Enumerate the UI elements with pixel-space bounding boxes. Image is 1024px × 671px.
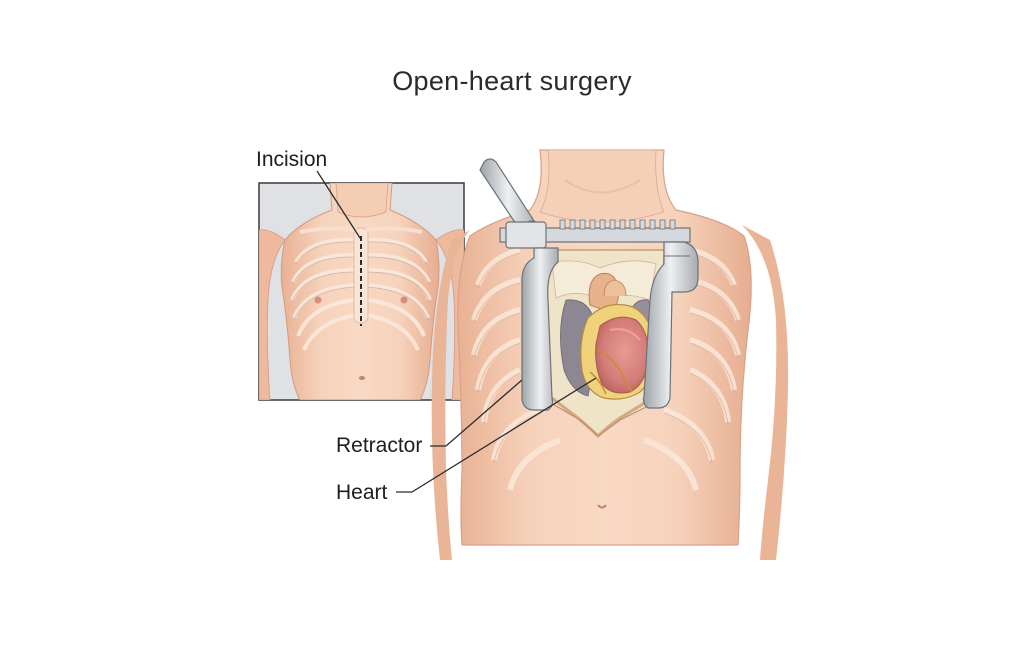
- heart-leader: [396, 377, 597, 493]
- incision-leader: [316, 170, 361, 239]
- heart: [580, 303, 655, 400]
- label-heart: Heart: [336, 481, 388, 504]
- inset-ribs: [290, 237, 432, 351]
- inset-panel: [258, 182, 465, 401]
- inset-torso: [259, 183, 464, 400]
- retractor-instrument: [479, 158, 699, 411]
- label-incision: Incision: [256, 148, 328, 171]
- main-ribs-left: [471, 247, 562, 491]
- diagram-title: Open-heart surgery: [392, 66, 632, 96]
- leader-lines: [316, 170, 597, 493]
- label-retractor: Retractor: [336, 434, 423, 457]
- main-torso: [431, 149, 789, 560]
- retractor-leader: [430, 379, 523, 447]
